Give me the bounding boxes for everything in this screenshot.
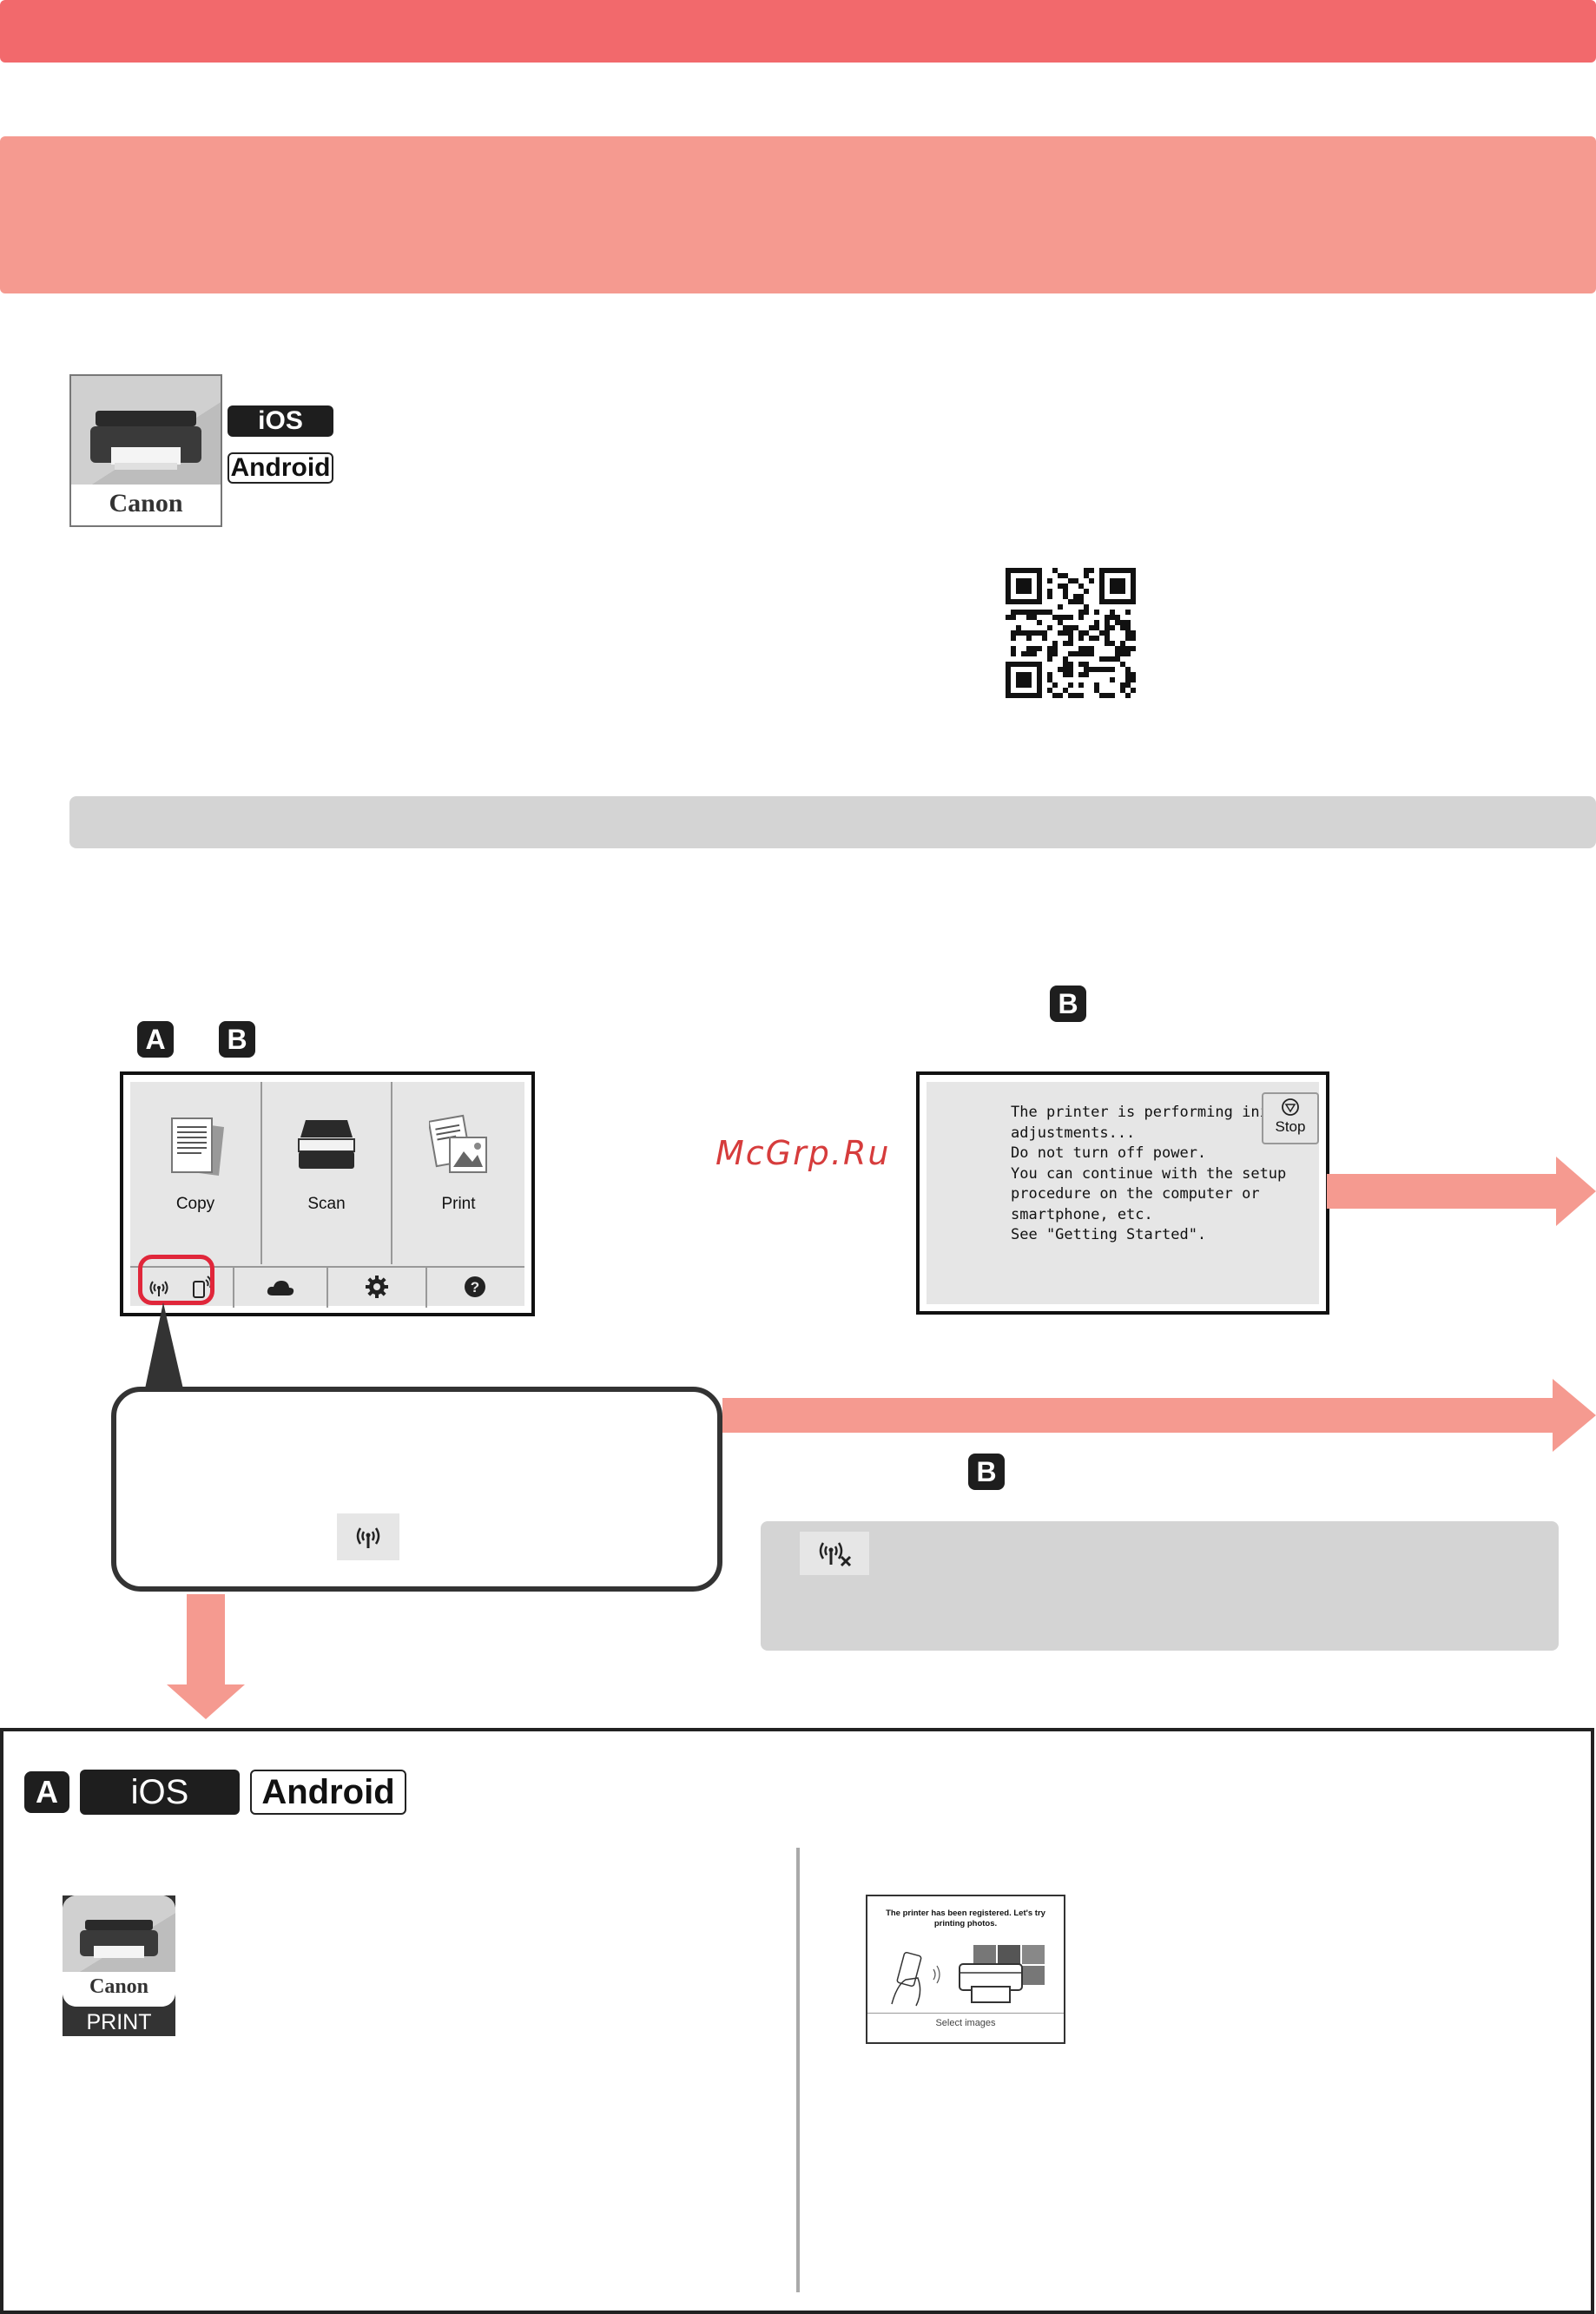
stop-label: Stop [1275,1118,1306,1135]
canon-app-icon: Canon [69,374,222,527]
badge-b-panel: B [968,1454,1005,1490]
down-arrow [167,1594,245,1719]
wireless-icon [356,1527,380,1548]
copy-tile[interactable]: Copy [130,1082,262,1264]
badge-b: B [219,1021,255,1058]
info-panel [761,1521,1559,1651]
gear-icon[interactable] [365,1275,389,1299]
android-badge-bottom: Android [250,1770,406,1815]
svg-text:?: ? [471,1279,479,1295]
scan-tile[interactable]: Scan [262,1082,392,1264]
home-bottom-bar: ? [130,1266,524,1308]
print-tile[interactable]: Print [392,1082,524,1264]
copy-label: Copy [175,1195,215,1213]
registration-screen: The printer has been registered. Let's t… [866,1895,1065,2044]
adjustment-message: The printer is performing initial adjust… [1011,1104,1304,1243]
badge-b-message: B [1050,986,1086,1022]
section-banner [0,136,1596,293]
canon-print-app-icon[interactable]: Canon PRINT [63,1895,175,2036]
ios-badge-bottom: iOS [80,1770,240,1815]
right-arrow-long [722,1379,1596,1452]
qr-code[interactable] [1006,568,1136,698]
ios-badge: iOS [228,405,333,437]
wireless-icon[interactable] [148,1278,170,1297]
scan-label: Scan [307,1195,346,1213]
wireless-off-icon [819,1542,852,1567]
callout-bubble [111,1387,722,1592]
screen-divider [867,2013,1064,2014]
canon-logo: Canon [89,1975,149,1998]
bar-divider [233,1268,234,1308]
callout-icon-box [337,1513,399,1560]
no-wireless-icon-box [800,1532,869,1575]
message-panel: The printer is performing initial adjust… [927,1082,1319,1304]
copy-icon [171,1117,224,1176]
registration-message: The printer has been registered. Let's t… [886,1909,1045,1928]
printer-graphic [63,1895,175,2007]
bar-divider [326,1268,328,1308]
home-screen-panel: Copy Scan Print [130,1082,524,1308]
canon-logo: Canon [109,489,183,518]
column-divider [796,1848,800,2292]
info-bar [69,796,1596,848]
printer-graphic [71,376,221,525]
header-banner [0,0,1596,63]
android-badge: Android [228,452,333,484]
stop-icon [1282,1098,1299,1116]
right-arrow-short [1327,1157,1596,1226]
scan-icon [298,1120,355,1169]
print-icon-face: Canon [63,1895,175,2007]
print-app-label: PRINT [86,2010,152,2034]
phone-to-printer-graphic [891,1945,1045,2007]
stop-button[interactable]: Stop [1262,1092,1319,1144]
badge-a: A [137,1021,174,1058]
printer-home-screen: Copy Scan Print [120,1071,535,1316]
help-icon[interactable]: ? [464,1276,486,1298]
select-images-button[interactable]: Select images [935,2018,996,2028]
callout-pointer [144,1302,184,1393]
printer-message-screen: The printer is performing initial adjust… [916,1071,1329,1315]
watermark: McGrp.Ru [716,1134,891,1172]
badge-a-bottom: A [24,1771,69,1813]
cloud-icon[interactable] [266,1278,295,1297]
wireless-highlight [138,1255,214,1305]
bar-divider [425,1268,427,1308]
print-icon [429,1114,487,1173]
print-label: Print [441,1195,476,1213]
